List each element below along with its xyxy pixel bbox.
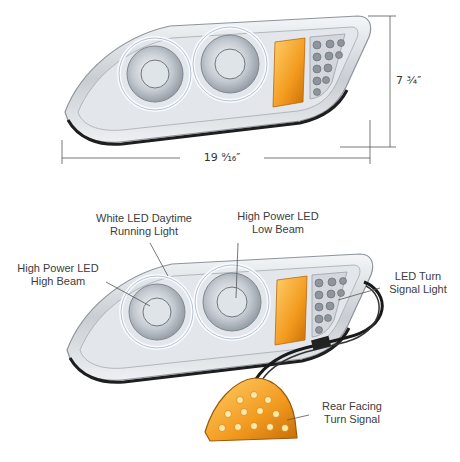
callout-label: Rear Facing Turn Signal	[312, 400, 392, 426]
wire-harness	[256, 282, 382, 380]
rear-turn-signal	[205, 378, 297, 441]
dimension-width: 19 ⁹⁄₁₆″	[180, 151, 264, 164]
headlight-bottom	[67, 254, 373, 382]
headlight-top	[65, 16, 371, 144]
dimension-height: 7 ¾″	[394, 74, 456, 87]
callout-label: High Power LED High Beam	[12, 262, 104, 288]
callout-label: LED Turn Signal Light	[382, 270, 454, 296]
leader-lines	[106, 243, 380, 420]
callout-label: High Power LED Low Beam	[228, 210, 328, 236]
callout-label: White LED Daytime Running Light	[88, 212, 200, 238]
dimension-lines	[62, 16, 396, 164]
